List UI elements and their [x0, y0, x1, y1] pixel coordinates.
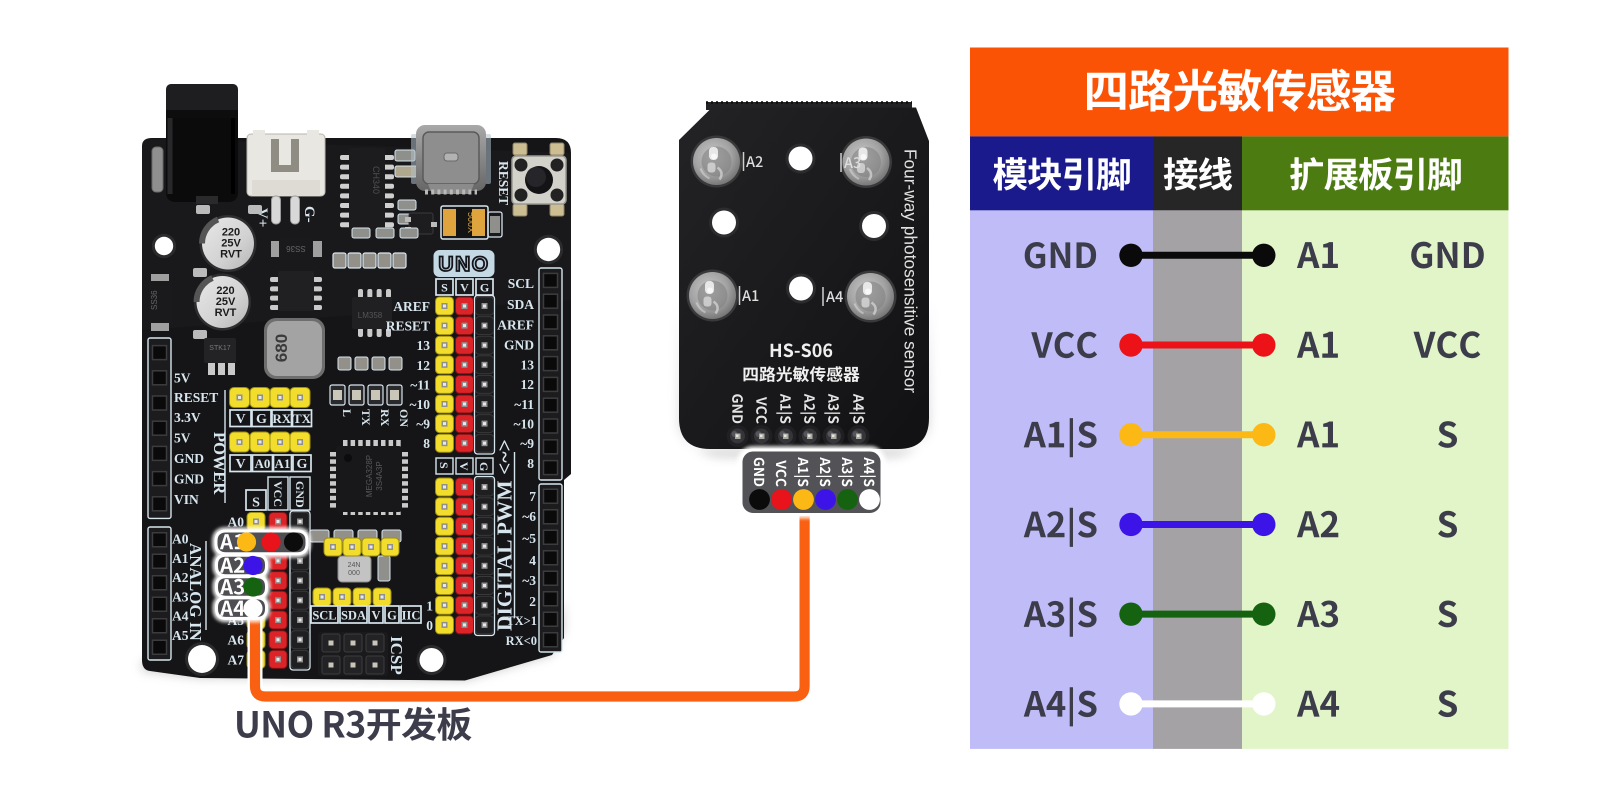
- svg-text:GND: GND: [174, 451, 204, 466]
- svg-text:V: V: [371, 609, 380, 623]
- svg-text:G: G: [297, 457, 308, 472]
- svg-text:L: L: [340, 409, 354, 417]
- svg-text:220: 220: [222, 227, 240, 239]
- svg-text:1: 1: [426, 599, 433, 614]
- svg-text:A7: A7: [228, 652, 245, 667]
- svg-text:V: V: [460, 281, 469, 295]
- svg-text:~9: ~9: [416, 417, 430, 432]
- svg-text:GND: GND: [504, 338, 534, 353]
- svg-text:~10: ~10: [513, 417, 534, 432]
- svg-text:MEGA328P: MEGA328P: [365, 455, 374, 497]
- svg-text:A5: A5: [172, 628, 189, 643]
- svg-text:000: 000: [348, 570, 360, 577]
- svg-text:~11: ~11: [410, 377, 430, 392]
- svg-text:RESET: RESET: [386, 319, 430, 334]
- svg-text:RX: RX: [272, 411, 291, 426]
- svg-text:VIN: VIN: [174, 492, 199, 507]
- svg-text:~6: ~6: [522, 509, 536, 524]
- svg-text:A0: A0: [228, 515, 245, 530]
- svg-text:2: 2: [529, 594, 536, 609]
- svg-text:S: S: [441, 281, 448, 295]
- svg-text:ON: ON: [397, 409, 411, 427]
- svg-text:SS36: SS36: [150, 290, 159, 310]
- svg-text:G: G: [387, 609, 397, 623]
- svg-text:V: V: [235, 412, 245, 427]
- svg-text:CH340: CH340: [371, 166, 381, 194]
- svg-text:680: 680: [272, 334, 291, 362]
- svg-text:SCL: SCL: [508, 276, 534, 291]
- svg-text:RESET: RESET: [496, 161, 511, 205]
- svg-text:~11: ~11: [514, 397, 534, 412]
- svg-text:LM358: LM358: [358, 311, 383, 320]
- svg-text:GND: GND: [174, 472, 204, 487]
- svg-text:4: 4: [529, 553, 536, 568]
- svg-text:7: 7: [529, 489, 536, 504]
- svg-text:RX: RX: [378, 409, 392, 427]
- svg-text:ANALOG IN: ANALOG IN: [186, 543, 205, 641]
- svg-text:5V: 5V: [174, 371, 191, 386]
- svg-text:220: 220: [216, 285, 234, 297]
- svg-text:VCC: VCC: [271, 481, 285, 507]
- svg-text:GND: GND: [293, 481, 307, 508]
- svg-text:S: S: [252, 496, 260, 511]
- svg-text:S: S: [437, 462, 451, 469]
- svg-text:RVT: RVT: [215, 307, 237, 319]
- svg-text:UNO: UNO: [438, 253, 489, 276]
- svg-text:V: V: [457, 462, 471, 471]
- svg-text:G: G: [256, 412, 267, 427]
- svg-text:~9: ~9: [520, 436, 534, 451]
- svg-text:DIGITAL PWM <~>: DIGITAL PWM <~>: [493, 439, 517, 631]
- svg-text:RESET: RESET: [174, 390, 218, 405]
- svg-text:SS36: SS36: [286, 244, 306, 253]
- svg-text:SCL: SCL: [312, 609, 336, 623]
- svg-text:Four-way photosensitive sensor: Four-way photosensitive sensor: [901, 149, 921, 393]
- svg-text:12: 12: [521, 377, 535, 392]
- svg-text:A4: A4: [172, 609, 189, 624]
- svg-text:A3: A3: [172, 589, 189, 604]
- svg-text:AREF: AREF: [393, 299, 430, 314]
- svg-text:A0: A0: [172, 532, 189, 547]
- svg-text:A2: A2: [172, 570, 189, 585]
- svg-text:13: 13: [521, 358, 535, 373]
- svg-text:SDA: SDA: [507, 297, 534, 312]
- svg-text:TX: TX: [293, 411, 312, 426]
- svg-text:AREF: AREF: [497, 318, 534, 333]
- svg-text:13: 13: [417, 338, 431, 353]
- svg-text:RVT: RVT: [220, 249, 242, 261]
- svg-text:G-: G-: [301, 206, 317, 223]
- svg-text:25V: 25V: [221, 238, 241, 250]
- svg-text:G: G: [480, 281, 489, 295]
- svg-text:~10: ~10: [409, 397, 430, 412]
- svg-text:8: 8: [423, 436, 430, 451]
- svg-text:A0: A0: [255, 456, 271, 471]
- svg-text:A1: A1: [275, 456, 291, 471]
- svg-text:0: 0: [426, 618, 433, 633]
- svg-text:24N: 24N: [348, 562, 361, 569]
- svg-text:V: V: [235, 457, 245, 472]
- svg-text:3.3V: 3.3V: [174, 410, 201, 425]
- svg-text:RX<0: RX<0: [506, 634, 537, 648]
- svg-text:5V: 5V: [174, 431, 191, 446]
- svg-text:500X: 500X: [466, 212, 476, 233]
- svg-text:A1: A1: [172, 551, 189, 566]
- svg-text:~3: ~3: [522, 573, 536, 588]
- svg-text:POWER: POWER: [210, 432, 229, 495]
- svg-text:25V: 25V: [216, 296, 236, 308]
- svg-text:ICSP: ICSP: [387, 636, 406, 675]
- svg-text:G: G: [477, 462, 491, 471]
- svg-text:SDA: SDA: [341, 609, 366, 623]
- svg-text:3S4A3P: 3S4A3P: [375, 461, 384, 490]
- svg-text:IIC: IIC: [402, 609, 421, 623]
- svg-text:TX: TX: [359, 409, 373, 426]
- svg-text:STK17: STK17: [209, 345, 231, 352]
- svg-text:8: 8: [527, 456, 534, 471]
- svg-text:~5: ~5: [522, 531, 536, 546]
- svg-text:A6: A6: [228, 633, 245, 648]
- svg-text:12: 12: [417, 358, 431, 373]
